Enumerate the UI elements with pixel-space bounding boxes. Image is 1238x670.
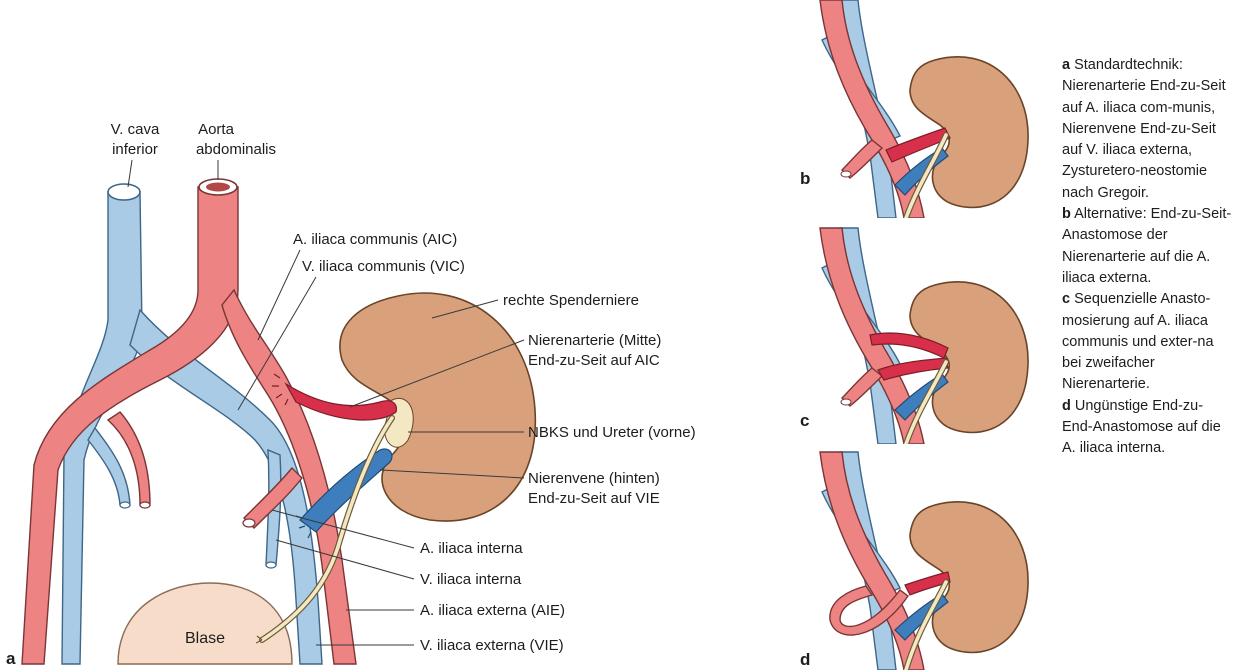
artery-stump-left	[140, 502, 150, 508]
panel-a	[22, 179, 535, 664]
panel-label-d: d	[800, 650, 810, 669]
label-kidney: rechte Spenderniere	[503, 292, 639, 309]
vein-stump-right	[266, 562, 276, 568]
figure-caption: a Standardtechnik: Nierenarterie End-zu-…	[1062, 55, 1232, 460]
panel-label-c: c	[800, 411, 809, 430]
panel-label-a: a	[6, 649, 16, 668]
label-aorta-2: abdominalis	[196, 141, 276, 158]
label-vic: V. iliaca communis (VIC)	[302, 258, 465, 275]
caption-c: c Sequenzielle Anasto-mosierung auf A. i…	[1062, 289, 1232, 395]
panel-d	[820, 452, 1028, 670]
caption-letter-c: c	[1062, 291, 1070, 307]
caption-text-b: Alternative: End-zu-Seit-Anastomose der …	[1062, 206, 1231, 286]
caption-text-a: Standardtechnik: Nierenarterie End-zu-Se…	[1062, 57, 1226, 201]
caption-text-d: Ungünstige End-zu-End-Anastomose auf die…	[1062, 398, 1221, 457]
caption-text-c: Sequenzielle Anasto-mosierung auf A. ili…	[1062, 291, 1214, 392]
label-nbks: NBKS und Ureter (vorne)	[528, 424, 696, 441]
aorta-lumen	[206, 183, 230, 192]
label-v-cava-2: inferior	[112, 141, 158, 158]
caption-letter-a: a	[1062, 57, 1070, 73]
label-aic: A. iliaca communis (AIC)	[293, 231, 457, 248]
label-a-iliaca-interna: A. iliaca interna	[420, 540, 523, 557]
panel-c	[820, 228, 1028, 444]
panel-b	[820, 0, 1028, 218]
label-renal-vein-1: Nierenvene (hinten)	[528, 470, 660, 487]
label-aie: A. iliaca externa (AIE)	[420, 602, 565, 619]
label-renal-vein-2: End-zu-Seit auf VIE	[528, 490, 660, 507]
label-aorta-1: Aorta	[198, 121, 235, 138]
label-v-cava-1: V. cava	[111, 121, 160, 138]
panel-label-b: b	[800, 169, 810, 188]
label-v-iliaca-interna: V. iliaca interna	[420, 571, 522, 588]
caption-a: a Standardtechnik: Nierenarterie End-zu-…	[1062, 55, 1232, 204]
caption-d: d Ungünstige End-zu-End-Anastomose auf d…	[1062, 396, 1232, 460]
label-bladder: Blase	[185, 630, 225, 647]
label-renal-artery-1: Nierenarterie (Mitte)	[528, 332, 661, 349]
label-vie: V. iliaca externa (VIE)	[420, 637, 564, 654]
caption-letter-d: d	[1062, 398, 1071, 414]
artery-stump-right	[243, 519, 255, 527]
caption-b: b Alternative: End-zu-Seit-Anastomose de…	[1062, 204, 1232, 289]
label-renal-artery-2: End-zu-Seit auf AIC	[528, 352, 660, 369]
caption-letter-b: b	[1062, 206, 1071, 222]
vena-cava-opening	[108, 184, 140, 200]
vein-stump-left	[120, 502, 130, 508]
bladder	[118, 583, 292, 664]
